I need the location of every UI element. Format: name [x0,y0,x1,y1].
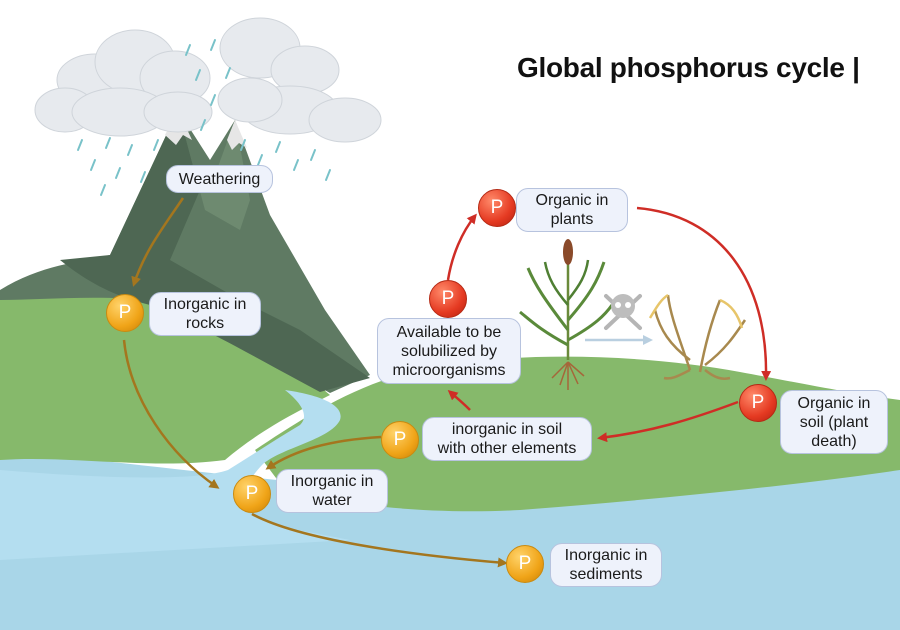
arrow-rocks-to-water [122,339,220,489]
phosphorus-node-water: P [233,475,271,513]
river [0,390,350,560]
inorganic-arrows [122,197,508,568]
arrow-water-to-sediments [251,512,508,568]
phosphorus-node-available: P [429,280,467,318]
label-weathering: Weathering [166,165,273,193]
arrow-soil-to-water [265,435,382,470]
healthy-plant [519,239,614,390]
mountain-snowcap-2 [227,120,247,150]
arrow-inorganic-soil-to-available [447,390,471,411]
phosphorus-node-plants: P [478,189,516,227]
cloud-left [34,29,213,137]
mountain-front [60,110,370,392]
label-inorganic-water: Inorganic in water [276,469,388,513]
phosphorus-node-rocks: P [106,294,144,332]
label-inorganic-sediments: Inorganic in sediments [550,543,662,587]
arrow-weathering-to-rocks [131,197,185,287]
skull-icon [604,294,642,330]
diagram-title: Global phosphorus cycle | [517,52,860,83]
label-organic-soil: Organic in soil (plant death) [780,390,888,454]
arrow-plants-to-soil [636,206,772,381]
rain [77,39,331,196]
organic-arrows [446,206,772,443]
phosphorus-node-soil-organic: P [739,384,777,422]
phosphorus-node-sediments: P [506,545,544,583]
dead-plant [648,293,747,380]
land-left [0,279,330,464]
arrow-organic-soil-to-inorganic-soil [597,400,739,443]
phosphorus-node-soil-inorganic: P [381,421,419,459]
cloud-right [217,17,382,143]
label-organic-plants: Organic in plants [516,188,628,232]
label-available: Available to be solubilized by microorga… [377,318,521,384]
label-inorganic-soil: inorganic in soil with other elements [422,417,592,461]
label-inorganic-rocks: Inorganic in rocks [149,292,261,336]
arrow-available-to-plants [446,213,477,281]
